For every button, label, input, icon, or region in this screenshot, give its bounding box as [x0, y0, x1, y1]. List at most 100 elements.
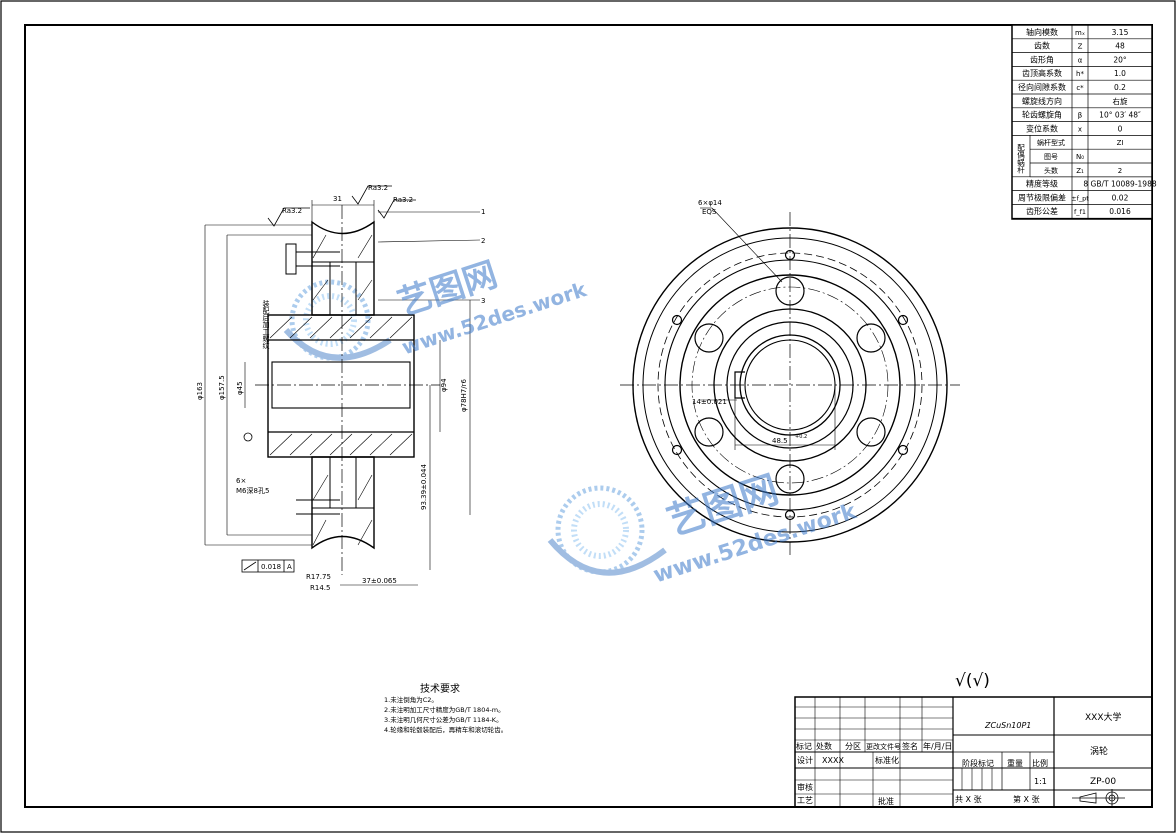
weight-label: 重量: [1007, 758, 1023, 768]
approve-label: 批准: [878, 796, 894, 806]
mating-name: 头数: [1044, 166, 1058, 175]
param-name: 径向间隙系数: [1018, 82, 1066, 92]
school-name: XXX大学: [1085, 711, 1122, 723]
param-value: 3.15: [1112, 28, 1129, 37]
dim-hub-len: 37±0.065: [362, 577, 397, 585]
param-name: 轴向模数: [1026, 27, 1058, 37]
mating-value: 2: [1118, 167, 1122, 175]
tech-req-item-4: 4.轮缘和轮毂装配后，再精车和滚切轮齿。: [384, 725, 507, 734]
header-date: 年/月/日: [923, 741, 952, 751]
material: ZCuSn10P1: [984, 721, 1031, 730]
tech-req-title: 技术要求: [420, 682, 460, 695]
keyway-width: 14±0.021: [692, 398, 727, 406]
header-zone: 分区: [845, 742, 861, 751]
tech-req-item-1: 1.未注倒角为C2。: [384, 695, 438, 704]
balloon-1: 1: [481, 208, 485, 216]
roughness-3: Ra3.2: [393, 196, 413, 204]
screw-note-1: 6×: [236, 477, 246, 485]
param-name: 齿数: [1034, 41, 1050, 51]
stage-mark-label: 阶段标记: [962, 758, 994, 768]
header-signature: 签名: [902, 741, 918, 751]
design-label: 设计: [797, 755, 813, 765]
general-roughness-symbol: √(√): [955, 671, 990, 691]
tech-requirements: 技术要求 1.未注倒角为C2。 2.未注明加工尺寸精度为GB/T 1804-m。…: [384, 682, 507, 734]
header-change-doc: 更改文件号: [866, 742, 901, 751]
tail-value: 0.02: [1112, 193, 1129, 202]
param-name: 轮齿螺旋角: [1022, 110, 1062, 120]
watermark-text-2: 艺图网 www.52des.work: [650, 467, 860, 589]
param-symbol: α: [1078, 56, 1083, 64]
watermark-text-1: 艺图网 www.52des.work: [393, 254, 590, 359]
tail-value: 0.016: [1109, 207, 1131, 216]
section-view-labels: 31 Ra3.2 Ra3.2 Ra3.2 1 2 3 φ163 φ157.5 φ…: [196, 184, 485, 592]
header-count: 处数: [816, 741, 832, 751]
front-view-labels: 6×φ14 EQS 14±0.021 48.5 +0.2: [692, 199, 807, 445]
param-value: 48: [1115, 42, 1125, 51]
balloon-3: 3: [481, 297, 485, 305]
part-name: 涡轮: [1090, 745, 1108, 757]
param-value: 20°: [1113, 55, 1127, 64]
dim-bore: φ45: [236, 381, 244, 395]
inner-frame: [24, 24, 1153, 808]
param-symbol: Z: [1078, 43, 1083, 51]
watermark-logo-2: [547, 485, 667, 576]
dim-outer: φ163: [196, 382, 204, 400]
header-mark: 标记: [796, 741, 812, 751]
roughness-1: Ra3.2: [282, 207, 302, 215]
hole-note-2: EQS: [702, 208, 717, 216]
mating-group-label: 配偶蜗杆: [1016, 143, 1025, 175]
dim-r1: R17.75: [306, 573, 331, 581]
scale-label: 比例: [1032, 758, 1048, 768]
param-value: 右旋: [1113, 96, 1129, 106]
param-name: 齿形角: [1030, 54, 1054, 64]
tail-name: 周节极限偏差: [1018, 192, 1066, 202]
param-name: 螺旋线方向: [1022, 96, 1062, 106]
keyway-depth-tol: +0.2: [795, 434, 807, 440]
dim-width: 31: [333, 195, 342, 203]
param-symbol: h*: [1076, 70, 1084, 78]
hole-note-1: 6×φ14: [698, 199, 722, 207]
tail-symbol: ±f_pt: [1071, 194, 1089, 202]
designer: XXXX: [822, 756, 844, 765]
tech-req-item-2: 2.未注明加工尺寸精度为GB/T 1804-m。: [384, 705, 505, 714]
sheet-number: 第 X 张: [1013, 794, 1040, 804]
side-note: 装配后加工螺纹: [262, 299, 270, 350]
scale-value: 1:1: [1034, 777, 1047, 786]
param-symbol: x: [1078, 125, 1082, 133]
mating-symbol: Z₁: [1076, 167, 1084, 175]
mating-name: 蜗杆型式: [1037, 138, 1065, 147]
mating-name: 图号: [1044, 153, 1058, 161]
front-view: [620, 207, 960, 555]
keyway-depth: 48.5: [772, 437, 788, 445]
standard-label: 标准化: [875, 755, 899, 765]
param-value: 10° 03′ 48″: [1099, 111, 1141, 120]
screw-note-2: M6深8孔5: [236, 486, 269, 495]
dim-tip: φ157.5: [218, 375, 226, 400]
datum-label: A: [287, 563, 292, 571]
tech-req-item-3: 3.未注明几何尺寸公差为GB/T 1184-K。: [384, 715, 503, 724]
dim-ring: φ78H7/r6: [460, 379, 468, 412]
param-value: 0: [1118, 124, 1123, 133]
tail-value: 8 GB/T 10089-1988: [1083, 180, 1156, 189]
tolerance-value: 0.018: [261, 563, 281, 571]
total-sheets: 共 X 张: [955, 795, 982, 804]
mating-value: ZI: [1117, 139, 1124, 147]
dim-r2: R14.5: [310, 584, 330, 592]
dim-center: 93.39±0.044: [420, 464, 428, 510]
title-block-labels: ZCuSn10P1 XXX大学 涡轮 ZP-00 1:1 标记 处数 分区 更改…: [796, 711, 1122, 806]
balloon-2: 2: [481, 237, 485, 245]
param-name: 齿顶高系数: [1022, 68, 1062, 78]
tail-name: 齿形公差: [1026, 206, 1058, 216]
param-name: 变位系数: [1026, 123, 1058, 133]
param-symbol: mₓ: [1075, 29, 1085, 37]
roughness-2: Ra3.2: [368, 184, 388, 192]
tail-name: 精度等级: [1026, 179, 1058, 189]
review-label: 审核: [797, 782, 813, 792]
param-value: 0.2: [1114, 83, 1126, 92]
mating-symbol: N₀: [1076, 153, 1084, 161]
process-label: 工艺: [797, 796, 813, 805]
param-value: 1.0: [1114, 69, 1126, 78]
